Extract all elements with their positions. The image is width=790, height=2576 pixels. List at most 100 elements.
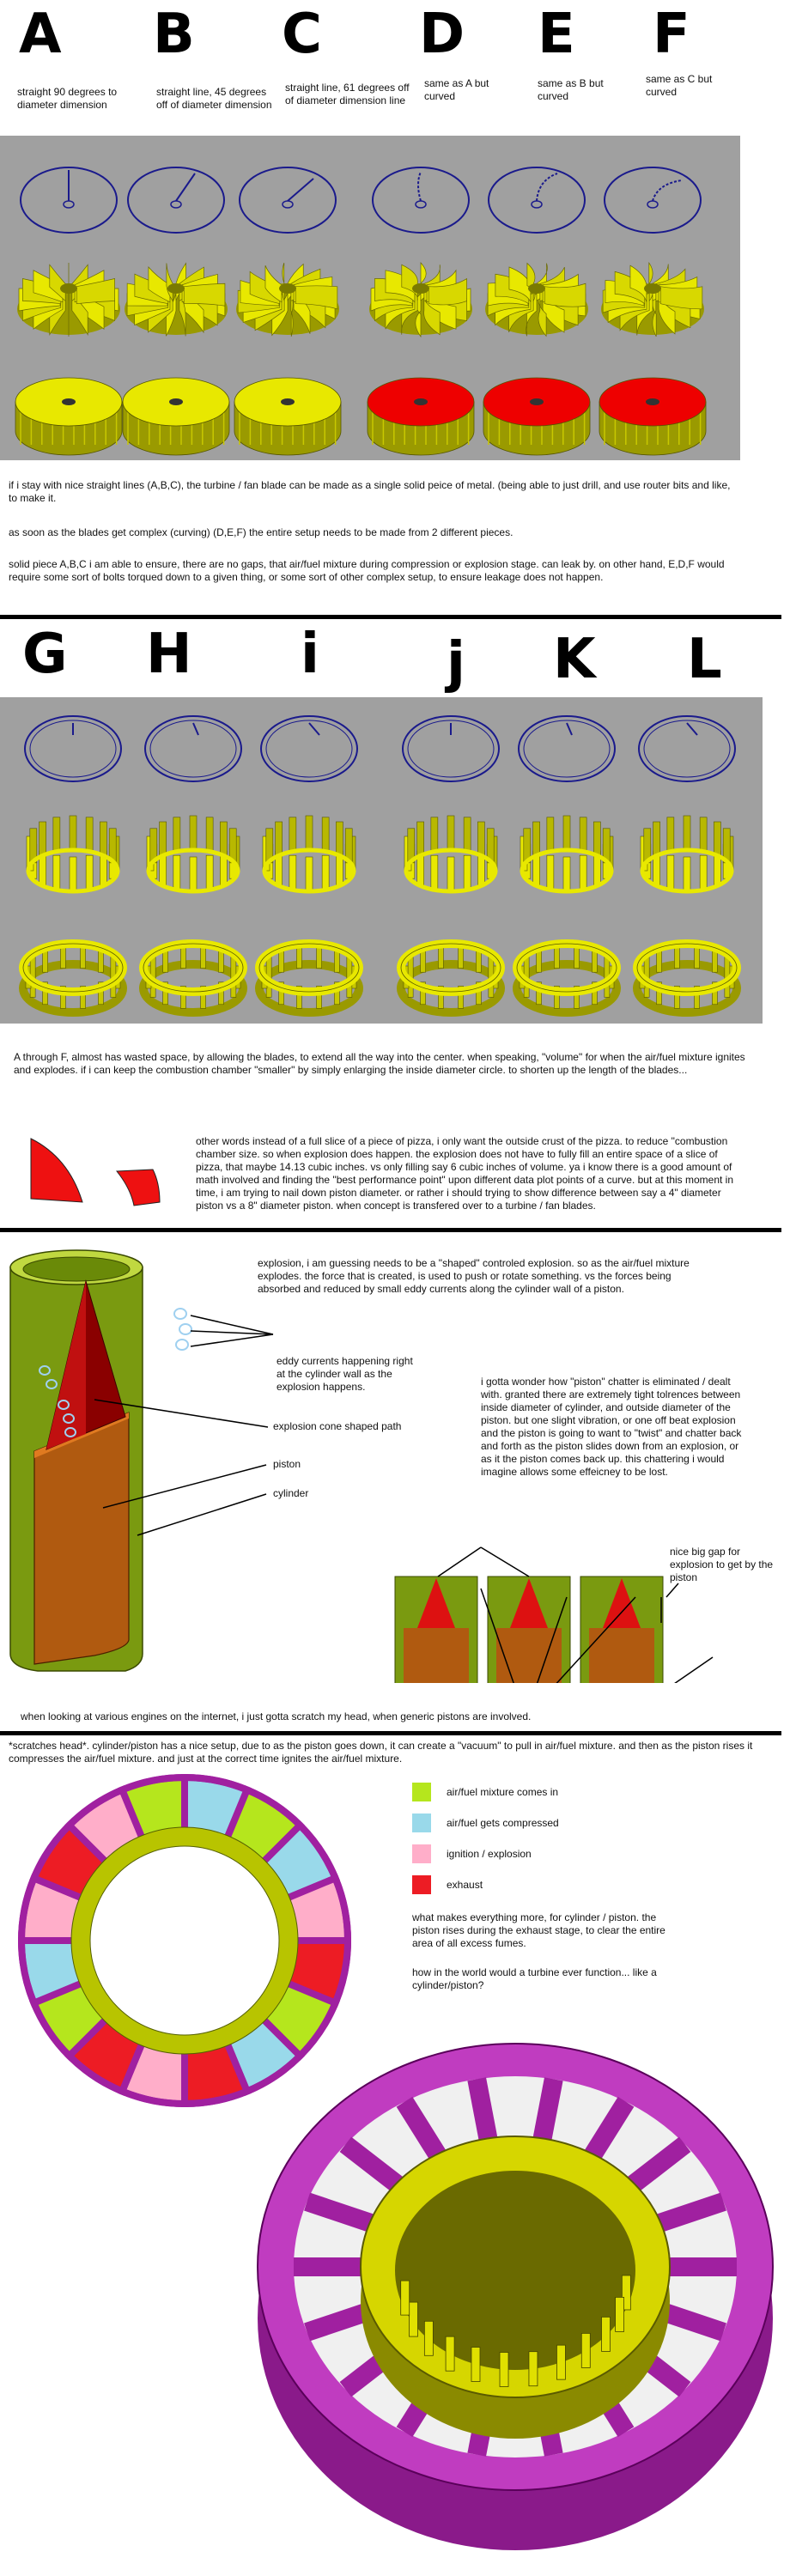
- ring-sketch-inner: [149, 720, 237, 778]
- gap-pointer-line: [536, 1596, 568, 1683]
- caption-e: same as B but curved: [538, 77, 604, 102]
- big-turbine-inner-blade: [471, 2347, 481, 2382]
- band-ring-bottom: [633, 960, 741, 1017]
- blade-angle-sketch-hub: [63, 200, 75, 209]
- band-ring-blade: [438, 986, 444, 1009]
- ring-blade: [447, 856, 455, 892]
- ring-base-band: [262, 848, 356, 894]
- ring-base-band: [404, 848, 498, 894]
- eddy-bubble: [179, 1323, 192, 1335]
- blade-angle-sketch-line: [652, 179, 683, 202]
- ring-blade: [546, 817, 555, 853]
- ring-sketch-outer: [518, 715, 616, 782]
- letter-e: E: [538, 3, 575, 66]
- text1-p1: if i stay with nice straight lines (A,B,…: [9, 479, 731, 504]
- legend-swatch-compression: [412, 1814, 431, 1832]
- big-turbine-spoke: [657, 2192, 726, 2233]
- cylinder-top-opening: [22, 1256, 131, 1282]
- letter-h: H: [146, 623, 192, 686]
- band-ring-bottom: [255, 960, 363, 1017]
- text2-p1: A through F, almost has wasted space, by…: [14, 1051, 745, 1076]
- ring-blade: [447, 815, 455, 851]
- ring-blade: [39, 821, 46, 857]
- ring-blade: [336, 821, 343, 857]
- band-ring-bottom: [19, 960, 127, 1017]
- band-ring-blade: [536, 981, 542, 1005]
- big-turbine-inner-blade: [556, 2344, 566, 2380]
- big-turbine-spoke: [304, 2301, 374, 2342]
- pizza-crust-shape: [115, 1169, 161, 1206]
- big-turbine-spoke: [467, 2077, 498, 2142]
- ring-blade: [100, 821, 107, 857]
- ring-base-band: [26, 848, 120, 894]
- blade-angle-sketch-ring: [20, 167, 118, 234]
- band-ring-blade: [218, 981, 224, 1005]
- letter-i: i: [301, 623, 319, 686]
- big-turbine-spoke: [304, 2192, 374, 2233]
- gap-pointer-line: [437, 1546, 482, 1577]
- ring-blade: [430, 817, 439, 853]
- ring-blade: [85, 817, 94, 853]
- turbine-cap-hole: [169, 398, 183, 405]
- small-cone: [603, 1578, 641, 1628]
- cylinder-leader-line: [137, 1493, 267, 1536]
- blade-angle-sketch-hub: [647, 200, 659, 209]
- legend-label-compression: air/fuel gets compressed: [447, 1817, 559, 1829]
- cone-label: explosion cone shaped path: [273, 1420, 402, 1432]
- cone-leader-line: [94, 1399, 269, 1428]
- ring-blade: [546, 854, 555, 890]
- divider-3: [0, 1731, 781, 1735]
- turbine-fan-blade: [544, 283, 586, 307]
- piston-diagram: [9, 1249, 714, 1683]
- gap-pointer-line: [665, 1583, 679, 1598]
- big-turbine-spoke: [339, 2136, 403, 2192]
- small-piston-2: [487, 1576, 571, 1683]
- ring-blade: [699, 817, 708, 853]
- ring-blade: [69, 815, 77, 851]
- letter-j: j: [447, 631, 465, 695]
- band-ring-blade: [694, 986, 700, 1009]
- text1-p3: solid piece A,B,C i am able to ensure, t…: [9, 558, 725, 583]
- turbine-fan-hub: [279, 283, 296, 294]
- band-ring-outline: [636, 943, 738, 993]
- band-ring-blade: [60, 986, 66, 1009]
- gap-pointer-line: [480, 1588, 514, 1683]
- band-ring-blade: [334, 949, 340, 973]
- small-piston: [404, 1628, 469, 1683]
- chatter-text: i gotta wonder how "piston" chatter is e…: [481, 1376, 742, 1478]
- band-ring-blade: [420, 949, 426, 973]
- big-turbine-inner-blade: [601, 2316, 611, 2352]
- small-piston: [496, 1628, 562, 1683]
- band-ring-blade: [674, 945, 680, 969]
- small-piston-3: [580, 1576, 664, 1683]
- big-turbine-inner-blade: [409, 2301, 418, 2337]
- ring-blade: [205, 854, 214, 890]
- turbine-fan-blade: [282, 262, 285, 301]
- letter-g: G: [22, 623, 68, 686]
- turbine-fan-blade: [401, 264, 418, 301]
- eddy-bubble: [39, 1365, 51, 1376]
- eddy-bubble: [173, 1308, 187, 1320]
- caption-d: same as A but curved: [424, 77, 489, 102]
- turbine-fan-hub: [528, 283, 545, 294]
- band-ring-blade: [200, 986, 206, 1009]
- turbine-fan-hub: [644, 283, 661, 294]
- ring-blade: [430, 854, 439, 890]
- band-ring-blade: [278, 949, 284, 973]
- turbine-render-svg-2: [19, 715, 741, 1017]
- caption-b: straight line, 45 degrees off of diamete…: [156, 86, 272, 111]
- large-turbine-render: [257, 2043, 774, 2550]
- ring-sketch-inner: [29, 720, 117, 778]
- band-ring-blade: [712, 949, 718, 973]
- legend-swatch-ignition: [412, 1844, 431, 1863]
- ring-blade: [189, 856, 198, 892]
- band-ring-blade: [316, 986, 322, 1009]
- stage-ring-center: [89, 1845, 280, 2036]
- band-ring-bottom: [513, 960, 621, 1017]
- turbine-fan-hub: [167, 283, 185, 294]
- blade-angle-sketch-hub: [282, 200, 294, 209]
- ring-blade: [305, 856, 313, 892]
- blade-angle-sketch-line: [417, 171, 422, 202]
- letter-l: L: [687, 628, 722, 691]
- band-ring-blade: [200, 945, 206, 969]
